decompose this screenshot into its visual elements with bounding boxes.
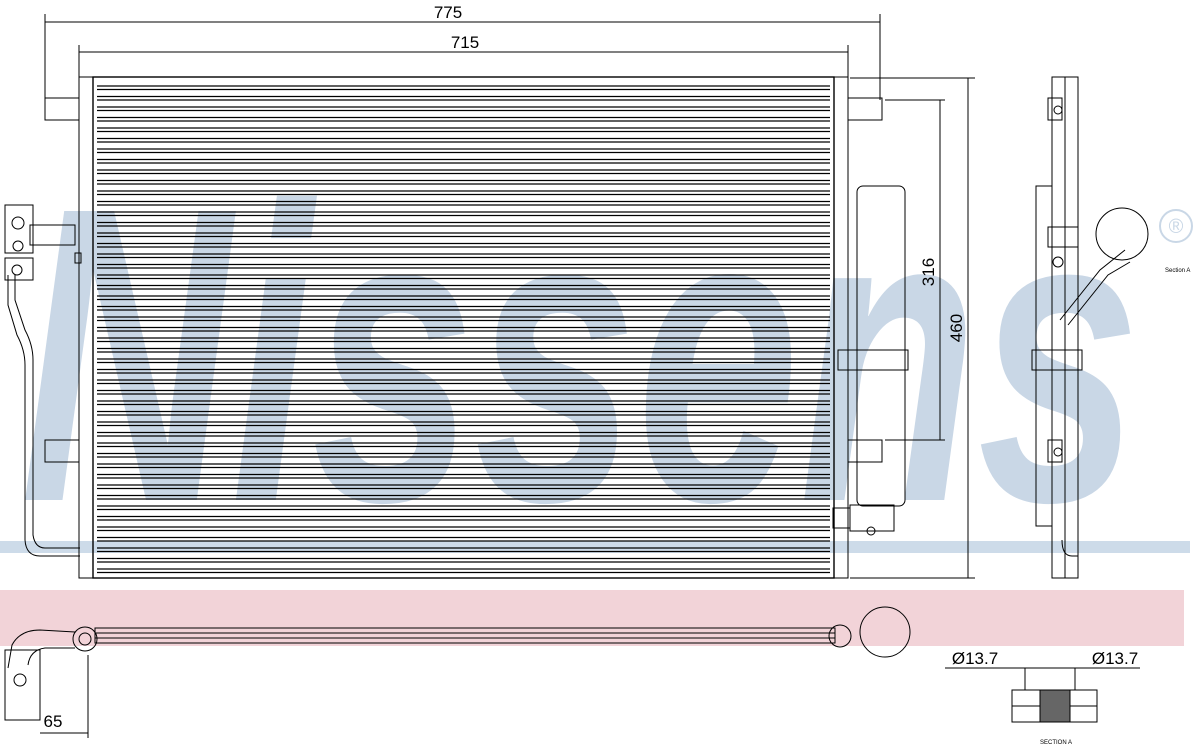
- section-a-detail: SECTION A: [945, 667, 1140, 746]
- dim-fitting-offset: 65: [44, 712, 63, 731]
- dim-overall-width: 775: [434, 3, 462, 22]
- bracket-bottom-right: [847, 439, 883, 463]
- top-pipe: [94, 627, 836, 644]
- brand-watermark: Nissens ®: [0, 121, 1193, 646]
- core-frame: [92, 76, 835, 579]
- watermark-band-blue: [0, 541, 1190, 553]
- mounting-brackets: [44, 97, 883, 463]
- section-a-side-label: Section A: [1165, 268, 1190, 274]
- watermark-band-pink: [0, 590, 1184, 646]
- top-receiver-circle: [859, 606, 911, 658]
- bracket-bottom-left: [44, 439, 80, 463]
- left-pipe-assembly: [4, 204, 82, 557]
- watermark-logo-text: Nissens: [20, 121, 1140, 590]
- registered-mark-icon: ®: [1159, 209, 1193, 243]
- side-view: Section A: [1031, 76, 1190, 579]
- core-fins: [97, 85, 830, 574]
- top-view: [4, 606, 911, 721]
- side-receiver: [1035, 185, 1053, 527]
- dim-pipe-diameter-right: Ø13.7: [1092, 649, 1138, 668]
- dimension-labels: 775 715 460 316 65 Ø13.7 Ø13.7: [44, 3, 1139, 731]
- dim-receiver-height: 316: [919, 258, 938, 286]
- section-a-bottom-label: SECTION A: [1040, 740, 1072, 746]
- dimension-lines: [40, 14, 1048, 738]
- section-a-detail-circle: [1095, 207, 1149, 261]
- front-view: [4, 76, 909, 579]
- top-fitting-right: [828, 624, 852, 648]
- bracket-top-right: [847, 97, 883, 121]
- top-fitting-left: [72, 626, 98, 652]
- dim-core-width: 715: [451, 33, 479, 52]
- dim-overall-height: 460: [947, 314, 966, 342]
- bracket-top-left: [44, 97, 80, 121]
- svg-text:®: ®: [1169, 216, 1184, 238]
- receiver-drier: [832, 185, 909, 536]
- dim-pipe-diameter-left: Ø13.7: [952, 649, 998, 668]
